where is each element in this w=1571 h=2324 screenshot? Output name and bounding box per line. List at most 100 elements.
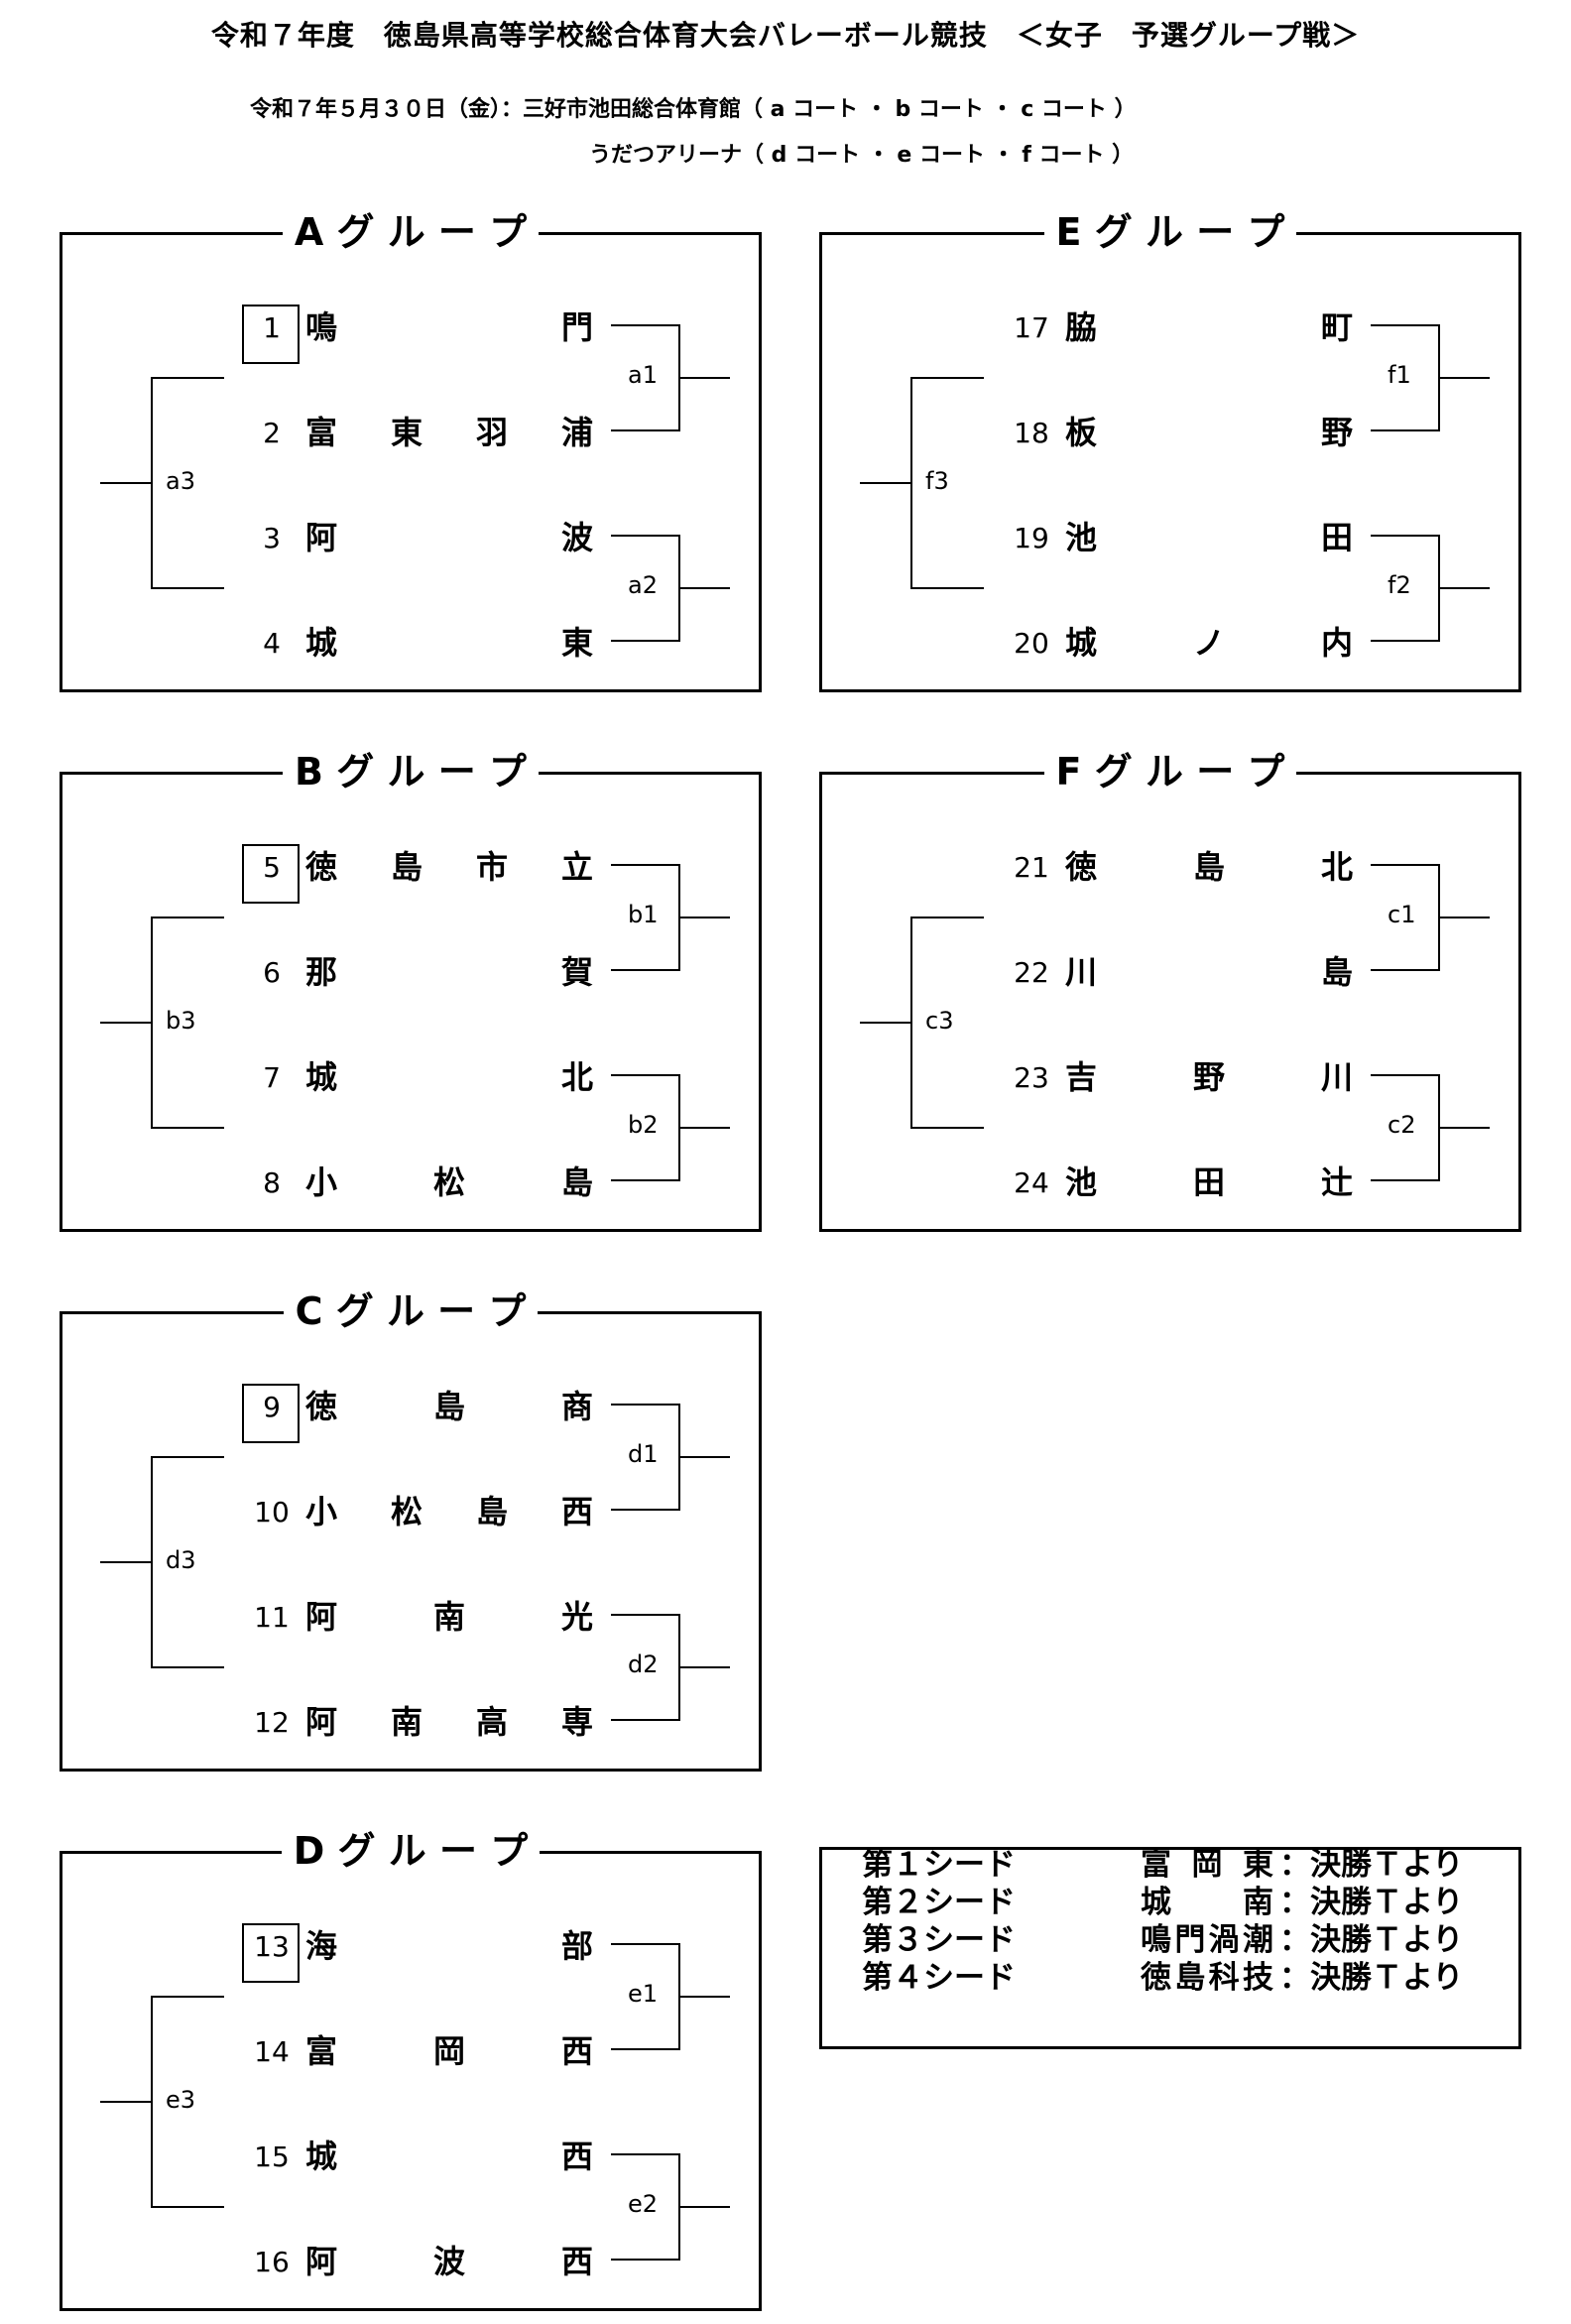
team-name-char: 立: [560, 848, 593, 886]
team-name: 富岡西: [305, 2032, 593, 2070]
seed-team-char: 鳴: [1141, 1922, 1171, 1958]
team-name: 脇町: [1065, 308, 1353, 346]
team-name-char: 板: [1065, 414, 1098, 451]
team-name-char: 内: [1320, 624, 1353, 662]
team-name-char: 鳴: [305, 308, 338, 346]
group-title-wrap: C グ ル ー プ: [62, 1290, 759, 1332]
team-row: 5 徳島市立: [62, 844, 759, 906]
team-name-char: 島: [390, 848, 423, 886]
team-name-char: 田: [1192, 1163, 1225, 1201]
team-name-char: 西: [560, 2243, 593, 2280]
team-name-char: 松: [390, 1493, 423, 1530]
bracket-line: [151, 1996, 224, 1998]
team-name-char: 辻: [1320, 1163, 1353, 1201]
bracket-line: [611, 864, 680, 866]
team-name: 城東: [305, 624, 593, 662]
bracket-line: [100, 1561, 153, 1563]
team-row: 14 富岡西: [62, 2032, 759, 2090]
seed-team-char: 南: [1243, 1885, 1273, 1920]
bracket-line: [100, 2101, 153, 2103]
bracket-line: [1371, 1074, 1440, 1076]
team-name: 徳島北: [1065, 848, 1353, 886]
team-name-char: 部: [560, 1927, 593, 1965]
bracket-line: [1371, 864, 1440, 866]
team-name-char: 西: [560, 2138, 593, 2175]
court-label: c3: [925, 1007, 954, 1035]
seed-team-char: 潮: [1242, 1922, 1273, 1958]
bracket-line: [1371, 640, 1440, 642]
team-name: 板野: [1065, 414, 1353, 451]
court-label: a2: [628, 571, 658, 599]
team-number: 1: [263, 311, 281, 344]
bracket-line: [611, 324, 680, 326]
group-title-wrap: A グ ル ー プ: [62, 211, 759, 253]
team-name-char: 波: [560, 519, 593, 556]
bracket-line: [151, 377, 224, 379]
seed-team-char: 岡: [1191, 1847, 1223, 1883]
team-name-char: 門: [560, 308, 593, 346]
group-title-wrap: E グ ル ー プ: [822, 211, 1518, 253]
team-name-char: 富: [305, 2032, 338, 2070]
seed-label: 第２シード: [862, 1885, 1016, 1920]
court-label: d3: [166, 1546, 196, 1574]
group-title: B グ ル ー プ: [283, 751, 539, 793]
court-label: d1: [628, 1440, 659, 1468]
team-name-char: 城: [305, 1058, 338, 1096]
bracket-line: [611, 1179, 680, 1181]
team-number: 22: [1014, 956, 1049, 989]
court-label: a1: [628, 361, 658, 389]
venue-line-1: 令和７年５月３０日（金）：三好市池田総合体育館（ a コート ・ b コート ・…: [250, 97, 1137, 122]
team-name-char: 松: [432, 1163, 465, 1201]
bracket-line: [910, 377, 984, 379]
group-title: E グ ル ー プ: [1043, 211, 1297, 253]
group-title: D グ ル ー プ: [281, 1830, 541, 1872]
seed-box: [242, 305, 300, 364]
venue-line-2: うだつアリーナ（ d コート ・ e コート ・ f コート ）: [589, 143, 1135, 168]
team-number: 14: [254, 2035, 290, 2068]
team-name: 徳島市立: [305, 848, 593, 886]
team-name-char: 城: [305, 624, 338, 662]
seed-team-char: 徳: [1141, 1960, 1171, 1996]
bracket-line: [611, 2153, 680, 2155]
bracket-line: [151, 2206, 224, 2208]
bracket-line: [1371, 535, 1440, 537]
team-name-char: 高: [475, 1703, 508, 1741]
bracket-line: [1438, 377, 1490, 379]
team-number: 2: [263, 417, 281, 449]
court-label: a3: [166, 467, 195, 495]
bracket-line: [611, 2259, 680, 2261]
bracket-line: [151, 587, 224, 589]
team-name-char: 波: [432, 2243, 465, 2280]
bracket-line: [151, 917, 224, 918]
bracket-line: [1371, 1179, 1440, 1181]
team-name-char: ノ: [1192, 624, 1225, 662]
team-name: 城西: [305, 2138, 593, 2175]
team-name-char: 南: [432, 1598, 465, 1636]
bracket-line: [678, 1666, 730, 1668]
team-name-char: 城: [1065, 624, 1098, 662]
group-title: A グ ル ー プ: [282, 211, 540, 253]
team-name-char: 北: [560, 1058, 593, 1096]
bracket-line: [611, 1404, 680, 1406]
team-name-char: 西: [560, 2032, 593, 2070]
team-number: 16: [254, 2246, 290, 2278]
bracket-line: [1371, 429, 1440, 431]
bracket-line: [678, 1127, 730, 1129]
bracket-line: [1371, 324, 1440, 326]
team-name: 阿南高専: [305, 1703, 593, 1741]
court-label: e1: [628, 1980, 659, 2008]
team-number: 5: [263, 851, 281, 884]
court-label: e3: [166, 2086, 196, 2114]
team-name-char: 北: [1320, 848, 1353, 886]
bracket-line: [611, 1509, 680, 1511]
